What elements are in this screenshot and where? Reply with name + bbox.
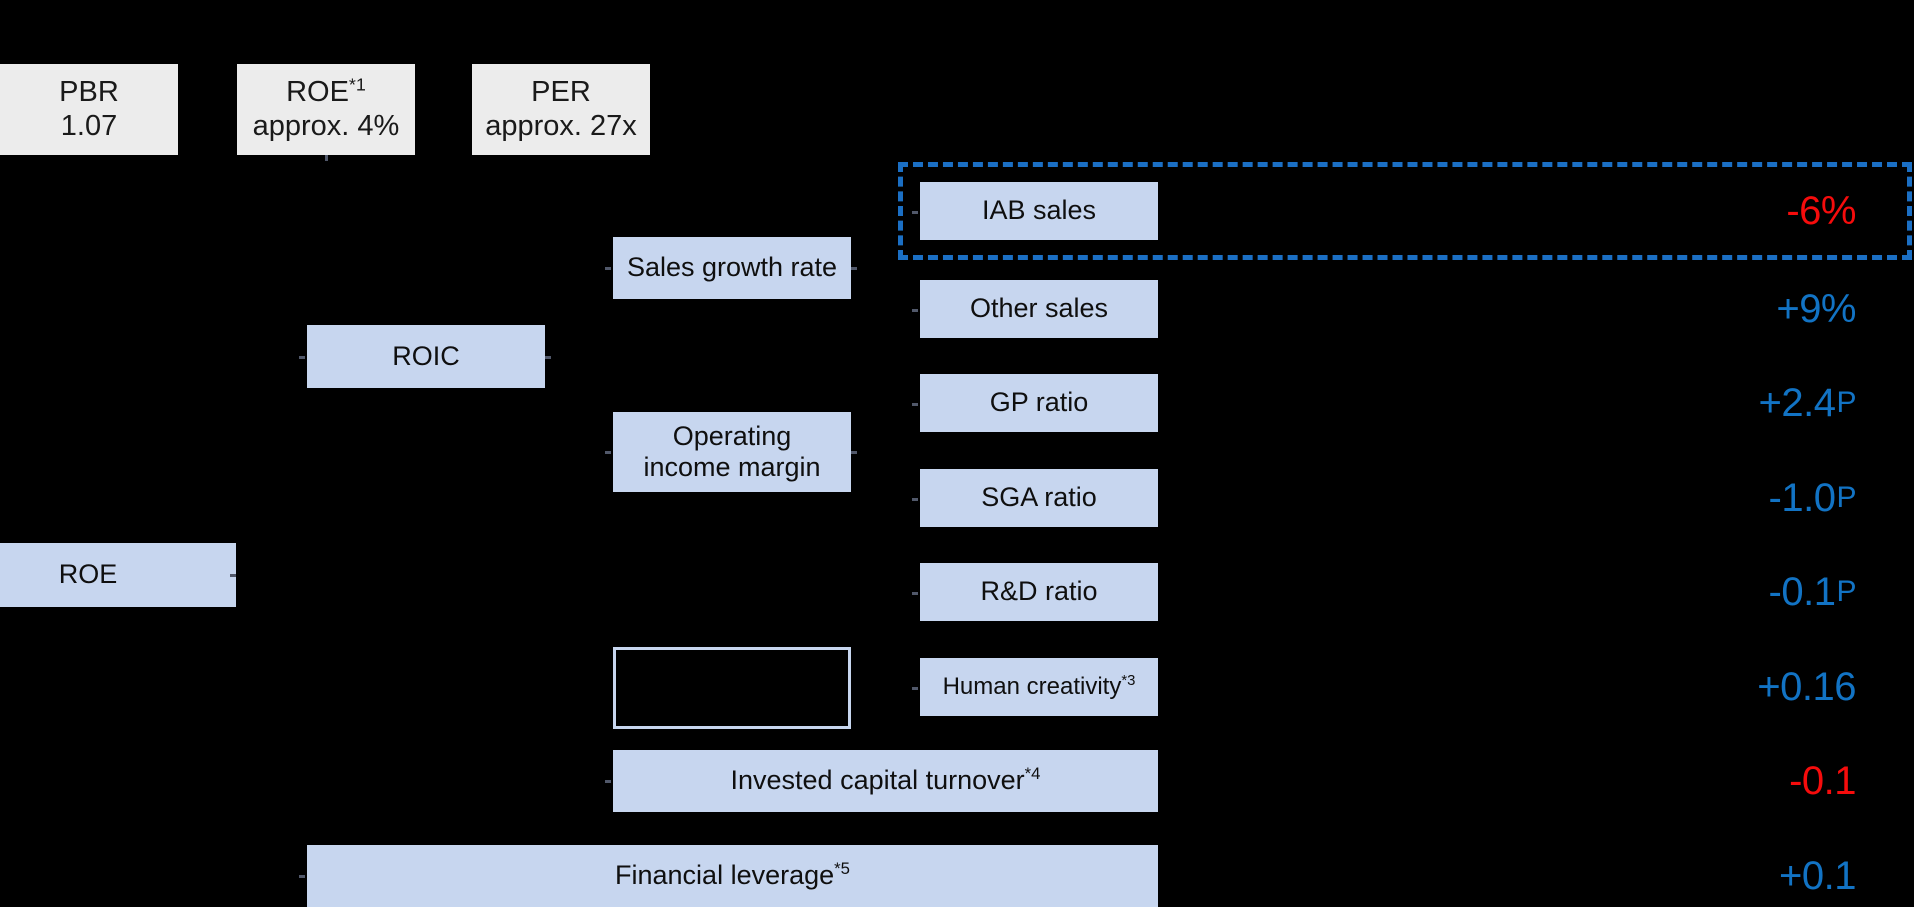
connector-stub-operating-income-margin-right (851, 451, 857, 454)
delta-number-human-creativity: +0.16 (1757, 664, 1856, 709)
footnote-marker: *5 (834, 859, 850, 879)
connector-stub-roe-chip (325, 155, 328, 161)
driver-box-sga-ratio: SGA ratio (920, 469, 1158, 527)
driver-box-invested-capital-turnover-label: Invested capital turnover*4 (730, 764, 1041, 796)
driver-box-operating-income-margin: Operating income margin (613, 412, 851, 492)
delta-value-rd-ratio: -0.1 P (1500, 563, 1857, 621)
metric-chip-per: PER approx. 27x (472, 64, 650, 155)
delta-number-financial-leverage: +0.1 (1779, 853, 1856, 898)
delta-number-invested-capital-turnover: -0.1 (1789, 758, 1856, 803)
delta-value-other-sales: +9% (1500, 280, 1856, 338)
footnote-marker: *4 (1024, 764, 1041, 784)
delta-value-financial-leverage: +0.1 (1500, 845, 1856, 907)
connector-stub-human-creativity (912, 687, 918, 690)
driver-box-financial-leverage-label: Financial leverage*5 (615, 859, 850, 891)
driver-box-other-sales-label: Other sales (969, 293, 1109, 324)
driver-box-sales-growth-rate: Sales growth rate (613, 237, 851, 299)
connector-stub-operating-income-margin (605, 451, 611, 454)
driver-box-roe: ROE (0, 543, 236, 607)
driver-box-human-creativity: Human creativity*3 (920, 658, 1158, 716)
connector-stub-roic (299, 356, 305, 359)
delta-unit-gp-ratio: P (1836, 386, 1856, 419)
driver-box-iab-sales-label: IAB sales (981, 195, 1097, 226)
delta-unit-sga-ratio: P (1836, 481, 1856, 514)
delta-number-gp-ratio: +2.4 (1758, 380, 1836, 425)
connector-stub-rd-ratio (912, 592, 918, 595)
driver-box-other-sales: Other sales (920, 280, 1158, 338)
metric-chip-pbr: PBR 1.07 (0, 64, 178, 155)
driver-box-gp-ratio-label: GP ratio (989, 387, 1089, 418)
connector-stub-financial-leverage (299, 875, 305, 878)
connector-stub-other-sales (912, 309, 918, 312)
delta-value-gp-ratio: +2.4 P (1500, 374, 1857, 432)
metric-chip-roe: ROE*1 approx. 4% (237, 64, 415, 155)
driver-box-empty-placeholder (613, 647, 851, 729)
connector-stub-gp-ratio (912, 403, 918, 406)
driver-box-financial-leverage: Financial leverage*5 (307, 845, 1158, 907)
metric-chip-pbr-value: 1.07 (60, 109, 118, 142)
footnote-marker: *3 (1121, 673, 1136, 690)
connector-stub-sales-growth-rate-right (851, 267, 857, 270)
metric-chip-roe-value: approx. 4% (252, 109, 400, 142)
metric-chip-per-label: PER (531, 75, 591, 108)
delta-value-human-creativity: +0.16 (1500, 658, 1856, 716)
driver-box-iab-sales: IAB sales (920, 182, 1158, 240)
delta-value-sga-ratio: -1.0 P (1500, 469, 1857, 527)
driver-box-sales-growth-rate-label: Sales growth rate (626, 252, 838, 283)
driver-box-invested-capital-turnover: Invested capital turnover*4 (613, 750, 1158, 812)
connector-stub-roe-right (230, 574, 236, 577)
driver-box-operating-income-margin-label: Operating income margin (643, 420, 821, 482)
footnote-marker: *1 (348, 74, 366, 95)
driver-box-sga-ratio-label: SGA ratio (981, 482, 1097, 513)
highlight-frame-iab-sales (898, 162, 1912, 260)
delta-unit-rd-ratio: P (1836, 575, 1856, 608)
metric-chip-pbr-label: PBR (59, 75, 119, 108)
connector-stub-sales-growth-rate (605, 267, 611, 270)
metric-chip-roe-label: ROE*1 (286, 74, 366, 108)
connector-stub-iab-sales (912, 211, 918, 214)
driver-box-roe-label: ROE (58, 559, 118, 590)
driver-box-human-creativity-label: Human creativity*3 (942, 673, 1136, 701)
driver-box-roic: ROIC (307, 325, 545, 388)
connector-stub-invested-capital-turnover (605, 780, 611, 783)
delta-number-other-sales: +9% (1776, 286, 1856, 331)
connector-stub-sga-ratio (912, 498, 918, 501)
connector-stub-roic-right (545, 356, 551, 359)
delta-value-invested-capital-turnover: -0.1 (1500, 750, 1856, 812)
delta-number-iab-sales: -6% (1786, 188, 1856, 233)
driver-box-gp-ratio: GP ratio (920, 374, 1158, 432)
delta-number-rd-ratio: -0.1 (1768, 569, 1836, 614)
driver-box-rd-ratio-label: R&D ratio (980, 576, 1098, 607)
delta-value-iab-sales: -6% (1500, 182, 1856, 240)
driver-box-rd-ratio: R&D ratio (920, 563, 1158, 621)
driver-box-roic-label: ROIC (392, 340, 460, 371)
metric-chip-per-value: approx. 27x (485, 109, 637, 142)
delta-number-sga-ratio: -1.0 (1768, 475, 1836, 520)
